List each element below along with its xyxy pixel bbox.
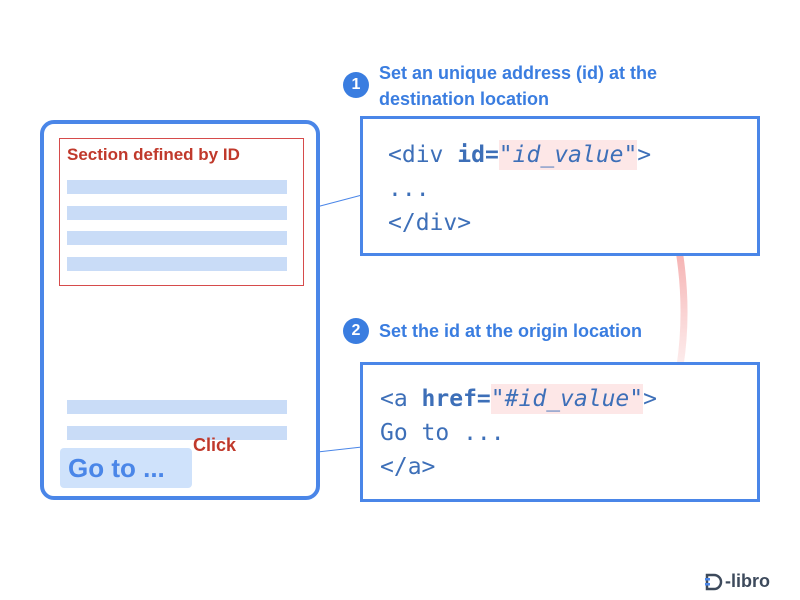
destination-code-box — [360, 116, 760, 256]
code-tag-open: <div — [388, 142, 458, 168]
code-line: Go to ... — [380, 420, 505, 446]
d-libro-logo-text: -libro — [725, 571, 770, 591]
content-line — [67, 400, 287, 414]
step-1-text: Set an unique address (id) at the destin… — [379, 60, 657, 112]
destination-code: <div id="id_value"> ... </div> — [388, 138, 651, 240]
step-2-text: Set the id at the origin location — [379, 321, 643, 341]
code-tag-close: > — [643, 386, 657, 412]
d-libro-logo-icon — [705, 573, 723, 590]
click-label: Click — [193, 435, 237, 455]
code-attr-href: href= — [421, 386, 491, 412]
content-line — [67, 426, 287, 440]
code-line: <div id="id_value"> — [388, 138, 651, 172]
code-line: ... — [388, 176, 430, 202]
code-line: </div> — [388, 210, 472, 236]
code-line: <a href="#id_value"> — [380, 382, 657, 416]
code-tag-close: > — [637, 142, 652, 168]
goto-link[interactable]: Go to ... — [60, 448, 192, 488]
code-attr-id: id= — [457, 142, 499, 168]
origin-code: <a href="#id_value"> Go to ... </a> — [380, 382, 657, 484]
d-libro-logo: -libro — [705, 571, 770, 592]
content-line — [67, 257, 287, 271]
code-line: </a> — [380, 454, 436, 480]
content-line — [67, 231, 287, 245]
code-href-value: "#id_value" — [490, 384, 644, 414]
step-1-badge: 1 — [343, 72, 369, 98]
code-tag-open: <a — [380, 386, 422, 412]
code-id-value: "id_value" — [498, 140, 638, 170]
section-title: Section defined by ID — [67, 145, 240, 164]
content-line — [67, 206, 287, 220]
step-1-text-line2: destination location — [379, 89, 550, 109]
step-1-text-line1: Set an unique address (id) at the — [379, 63, 658, 83]
content-line — [67, 180, 287, 194]
step-2-badge: 2 — [343, 318, 369, 344]
